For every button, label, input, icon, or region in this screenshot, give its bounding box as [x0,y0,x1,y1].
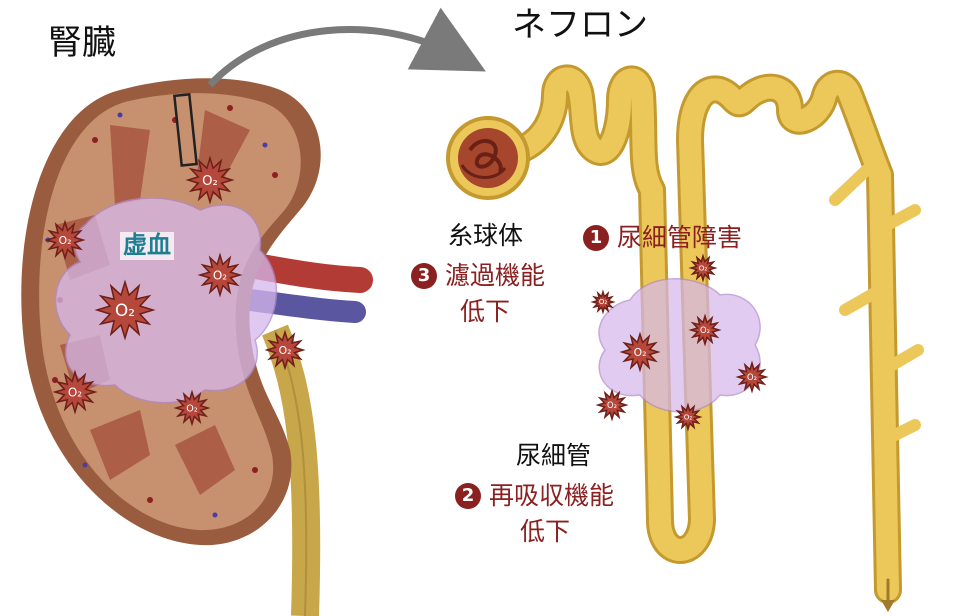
o2-label: O₂ [186,404,198,415]
o2-label: O₂ [279,344,292,357]
o2-label: O₂ [684,413,693,422]
glomerulus-label: 糸球体 [448,222,523,251]
finding-3-line2: 低下 [460,298,510,327]
o2-label: O₂ [68,385,82,399]
tubule-label: 尿細管 [516,442,591,471]
o2-label: O₂ [747,372,757,382]
ischemia-label: 虚血 [120,232,174,260]
finding-3: 3 濾過機能 [411,262,545,291]
kidney-illustration [21,78,360,616]
glomerulus [448,118,528,198]
o2-label: O₂ [115,300,135,320]
o2-label: O₂ [699,264,708,273]
kidney-title: 腎臓 [48,24,116,63]
zoom-arrow [210,30,455,85]
finding-2-number: 2 [455,483,481,509]
finding-3-line1: 濾過機能 [445,261,545,290]
finding-1-number: 1 [583,225,609,251]
o2-label: O₂ [202,174,218,189]
nephron-ischemia-cloud [599,279,760,412]
o2-label: O₂ [607,400,617,410]
finding-1: 1 尿細管障害 [583,224,742,253]
nephron-title: ネフロン [512,6,648,45]
finding-3-number: 3 [411,263,437,289]
o2-label: O₂ [599,298,608,306]
ischemia-cloud [56,198,277,403]
o2-label: O₂ [213,268,227,282]
o2-label: O₂ [634,346,647,359]
finding-2: 2 再吸収機能 [455,482,614,511]
o2-label: O₂ [700,325,710,335]
finding-1-line1: 尿細管障害 [617,223,742,252]
finding-2-line1: 再吸収機能 [489,481,614,510]
finding-2-line2: 低下 [520,518,570,547]
o2-label: O₂ [59,234,72,247]
